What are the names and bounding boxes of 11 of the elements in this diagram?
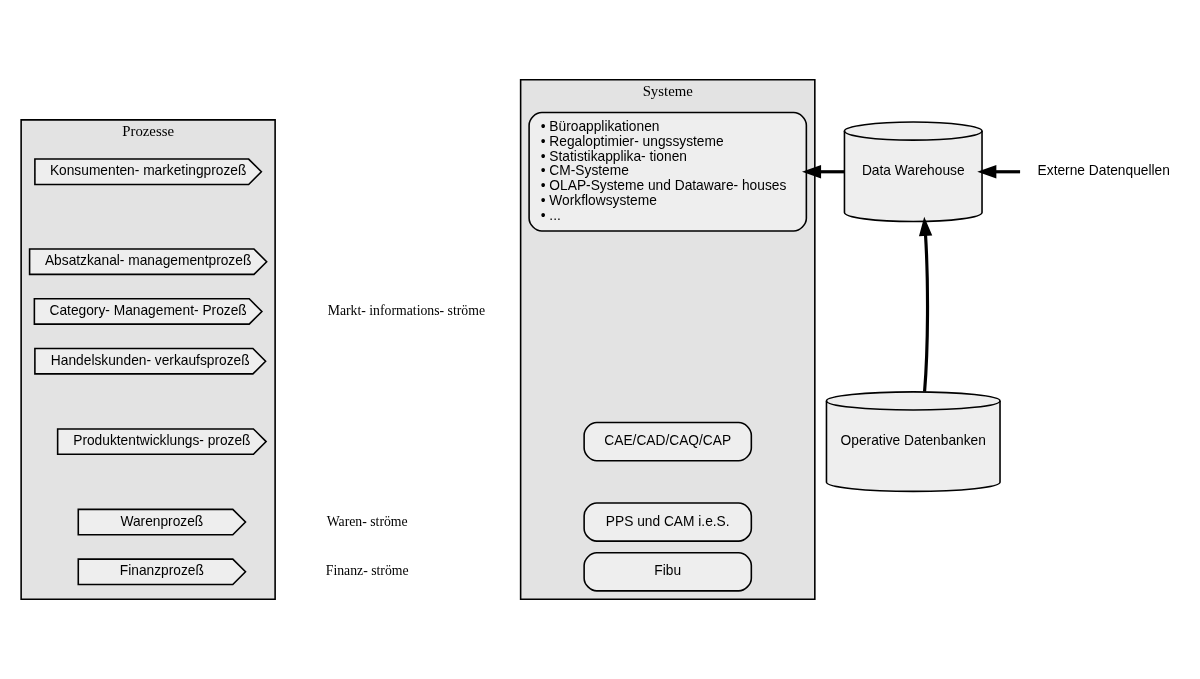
node-box: CAE/CAD/CAQ/CAP [583,421,753,462]
arrow [977,165,1021,179]
arrow [918,216,933,392]
node-text: Externe Datenquellen [1037,163,1170,179]
arrow [802,165,845,179]
label: Markt- informations- ströme [327,303,485,319]
node-box: • Büroapplikationen • Regaloptimier- ungssysteme • Statistikapplika- tionen • CM-Systeme • OLAP-Systeme und Dataware- houses • Workflowsysteme • ... [528,111,808,232]
label: Finanz- ströme [325,563,409,579]
label: Waren- ströme [326,513,408,529]
node-box: Fibu [583,551,753,592]
node-box: PPS und CAM i.e.S. [583,502,753,542]
